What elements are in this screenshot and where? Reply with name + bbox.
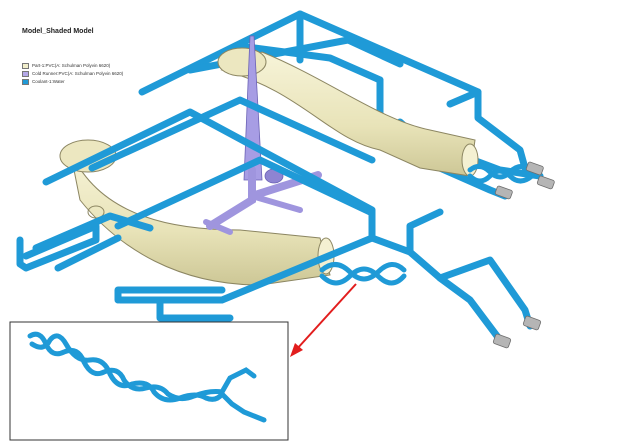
legend-item-coolant: Coolant-1:Water (22, 78, 123, 86)
twisted-baffle-main (319, 164, 535, 286)
model-title: Model_Shaded Model (22, 28, 94, 35)
legend-item-part: Part-1:PVC(A: Schulman Polyvin 6620) (22, 62, 123, 70)
hose-fittings (492, 161, 555, 349)
legend-label-coolant: Coolant-1:Water (32, 78, 65, 84)
detail-inset (9, 321, 289, 441)
legend-swatch-cold-runner (22, 71, 29, 77)
legend-swatch-coolant (22, 79, 29, 85)
legend: Part-1:PVC(A: Schulman Polyvin 6620) Col… (22, 62, 123, 86)
legend-label-cold-runner: Cold Runner:PVC(A: Schulman Polyvin 6620… (32, 70, 124, 76)
legend-item-cold-runner: Cold Runner:PVC(A: Schulman Polyvin 6620… (22, 70, 123, 78)
legend-swatch-part (22, 63, 29, 69)
legend-label-part: Part-1:PVC(A: Schulman Polyvin 6620) (32, 62, 111, 68)
callout-arrow (290, 283, 357, 357)
molded-part (59, 47, 479, 286)
